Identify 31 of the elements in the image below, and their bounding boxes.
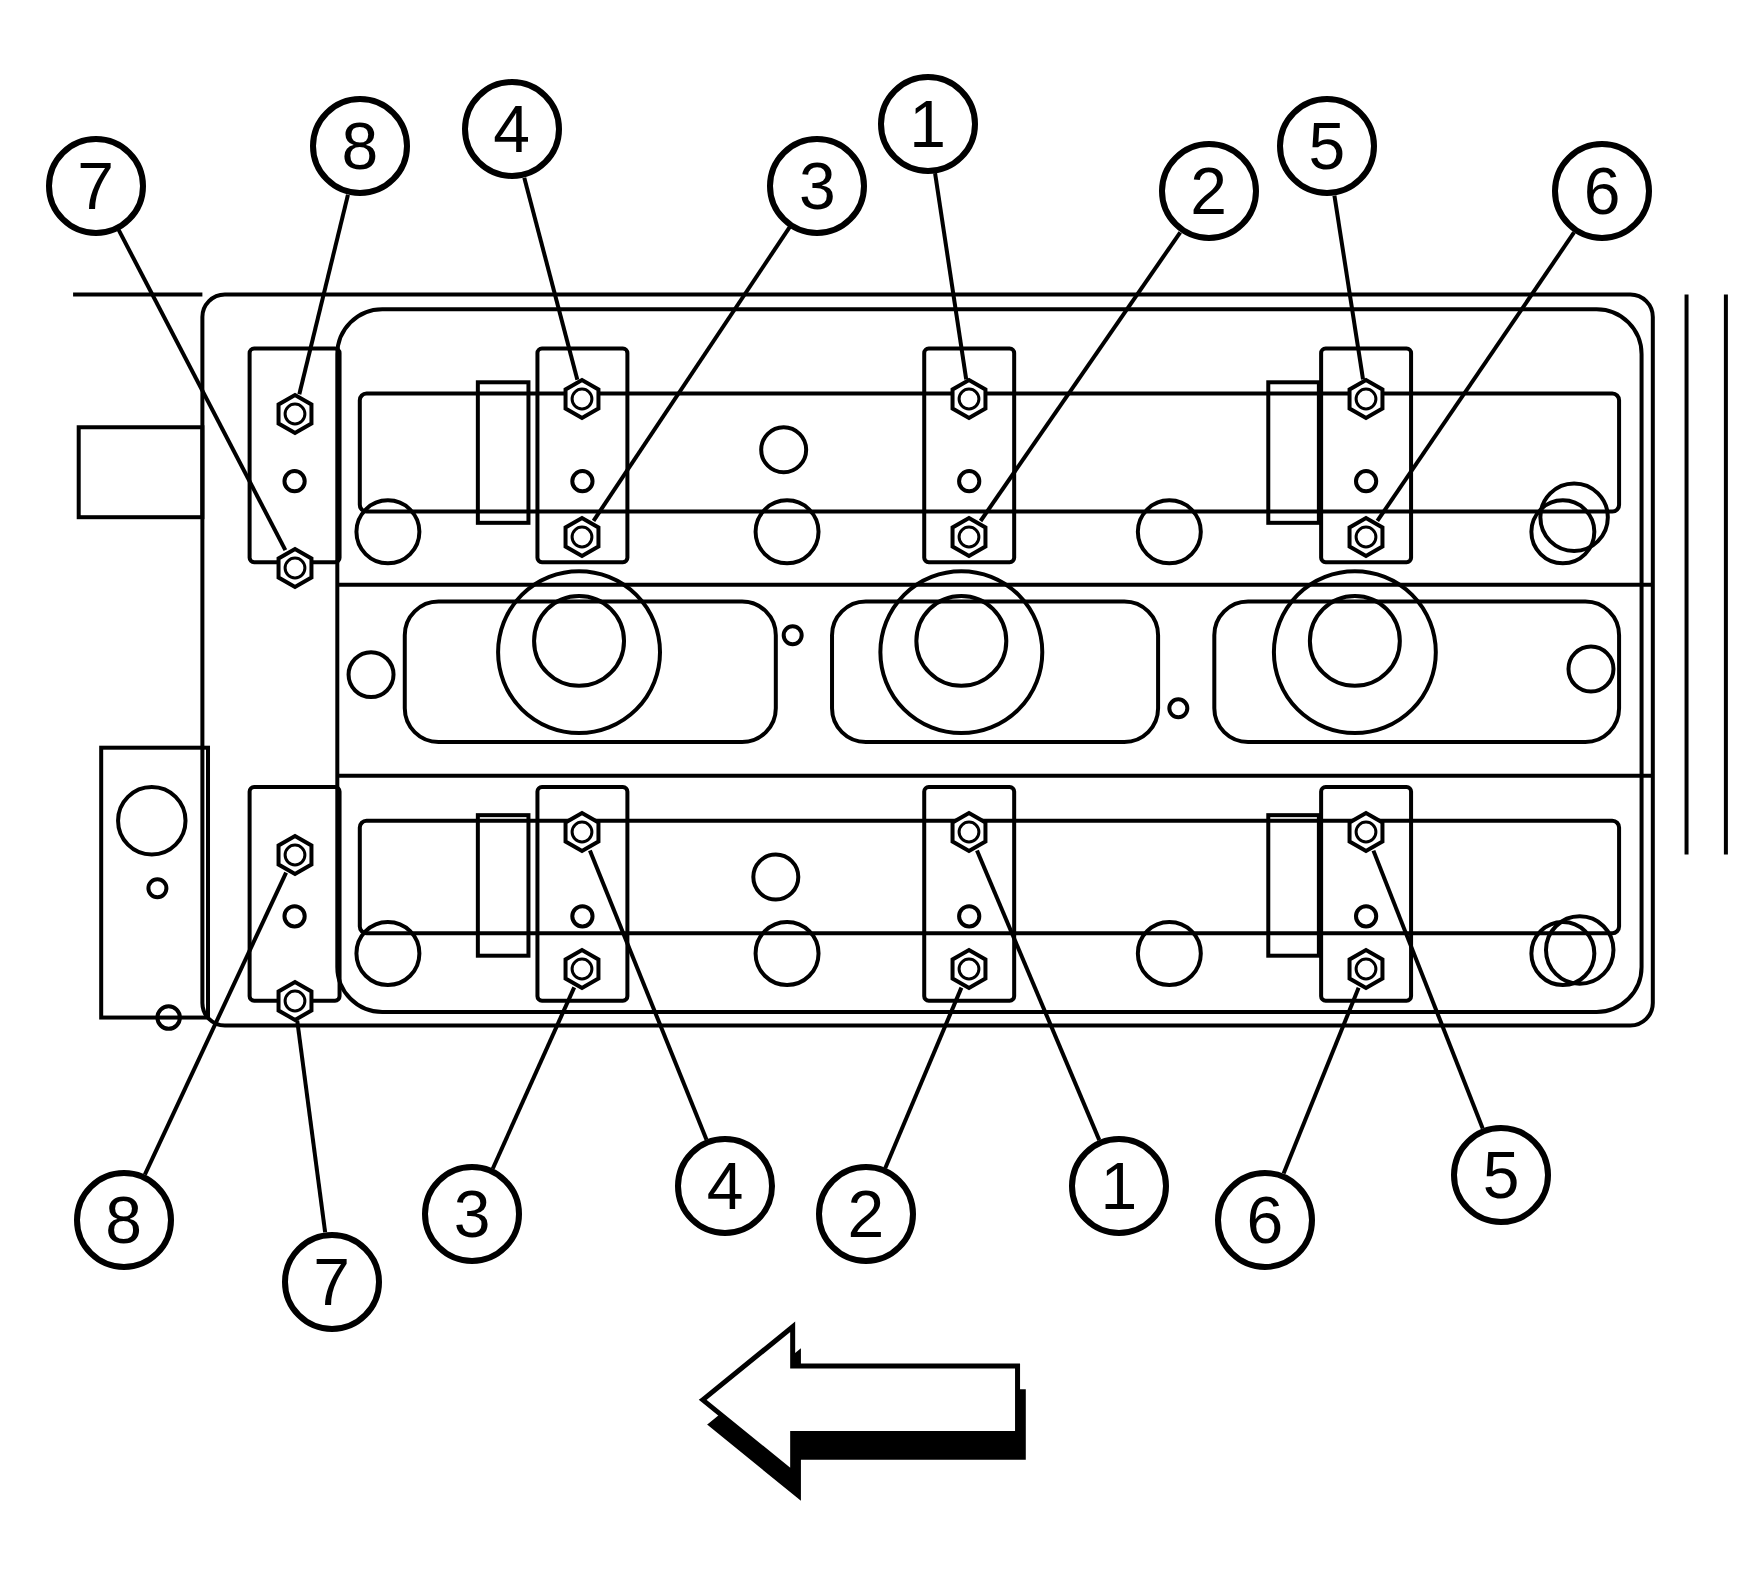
leader-line — [522, 177, 580, 381]
leader-line — [116, 228, 288, 551]
callout-number: 8 — [73, 1169, 174, 1270]
callout-number: 3 — [767, 135, 868, 236]
callout-number: 5 — [1276, 96, 1377, 197]
callout-number: 7 — [45, 135, 146, 236]
callout-number: 5 — [1451, 1124, 1551, 1225]
leader-line — [588, 849, 709, 1141]
callout-number: 2 — [815, 1164, 916, 1265]
leader-line — [295, 1020, 328, 1233]
callout-number: 4 — [675, 1136, 776, 1237]
leader-line — [975, 849, 1102, 1141]
leader-line — [883, 986, 964, 1170]
leader-line — [1332, 195, 1365, 380]
callout-number: 7 — [281, 1231, 382, 1332]
leader-line — [297, 194, 350, 395]
leader-line — [1375, 231, 1576, 523]
callout-number: 1 — [1068, 1136, 1169, 1237]
callout-number: 6 — [1214, 1169, 1315, 1270]
leader-line — [143, 871, 288, 1176]
leader-line — [490, 986, 577, 1170]
leader-line — [978, 231, 1182, 523]
callout-number: 6 — [1552, 141, 1653, 242]
callout-number: 1 — [877, 73, 978, 174]
callout-number: 3 — [422, 1164, 523, 1265]
callout-number: 8 — [309, 96, 410, 197]
leader-line — [591, 226, 792, 522]
leader-line — [1371, 849, 1485, 1130]
callout-number: 2 — [1158, 141, 1259, 242]
leader-line — [933, 172, 969, 380]
callout-number: 4 — [461, 79, 562, 180]
